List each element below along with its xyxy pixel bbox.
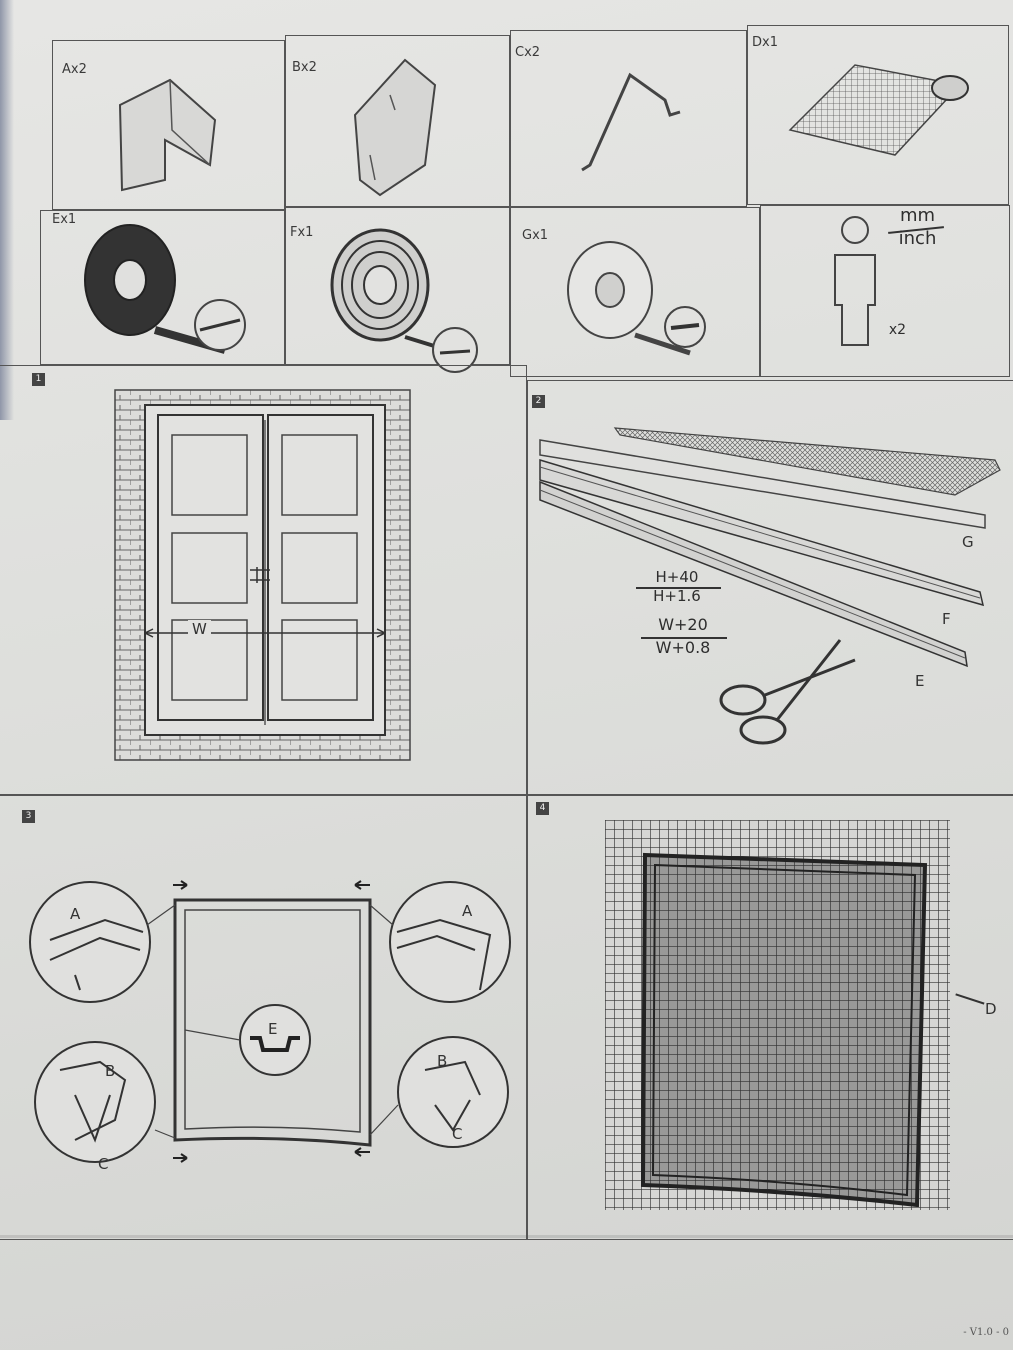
strip-label-g: G — [962, 533, 974, 551]
step-2-panel — [527, 380, 1013, 795]
unit-inch: inch — [898, 228, 937, 249]
callout-a-right: A — [462, 902, 473, 920]
part-label-c: Cx2 — [515, 45, 541, 60]
step-3-panel — [0, 795, 527, 1240]
part-cell-f — [285, 207, 510, 365]
callout-b-right: B — [437, 1052, 448, 1070]
part-label-e: Ex1 — [52, 212, 77, 227]
callout-e: E — [268, 1020, 278, 1038]
step-1-panel — [0, 365, 527, 795]
width-label: W — [188, 620, 211, 638]
part-cell-a — [52, 40, 285, 210]
tape-roll-e-illustration — [84, 224, 246, 354]
step-2-badge: 2 — [532, 395, 545, 408]
part-label-d: Dx1 — [752, 35, 778, 50]
version-code: - V1.0 - 0 — [963, 1327, 1009, 1338]
fold-line — [0, 1235, 1013, 1238]
door-frame-illustration — [114, 389, 411, 761]
height-plus-40: H+40 — [655, 568, 699, 586]
part-label-b: Bx2 — [292, 60, 317, 75]
strip-label-e: E — [915, 672, 925, 690]
scissors-icon — [719, 639, 856, 745]
step-3-badge: 3 — [22, 810, 35, 823]
callout-c-right: C — [452, 1125, 463, 1143]
unit-mm: mm — [899, 205, 936, 226]
callout-b-left: B — [105, 1062, 116, 1080]
corner-piece-a-illustration — [118, 78, 217, 192]
strips-illustration — [539, 427, 1001, 668]
mesh-roll-d-illustration — [788, 64, 969, 156]
width-plus-20: W+20 — [658, 615, 708, 634]
spring-wire-c-illustration — [581, 72, 681, 172]
mesh-frame-illustration — [605, 820, 950, 1210]
step-4-panel — [527, 795, 1013, 1240]
part-cell-d — [747, 25, 1009, 205]
part-label-f: Fx1 — [290, 225, 314, 240]
mesh-label-d: D — [985, 1000, 997, 1018]
person-icon — [834, 216, 876, 346]
part-cell-e — [40, 210, 285, 365]
part-cell-g — [510, 207, 760, 377]
callout-a-left: A — [70, 905, 81, 923]
part-cell-units — [760, 205, 1010, 377]
height-divider — [636, 587, 721, 589]
tape-roll-g-illustration — [567, 241, 706, 356]
page-edge-shadow — [0, 0, 14, 420]
height-plus-1-6: H+1.6 — [653, 587, 701, 605]
frame-assembly-illustration — [29, 880, 511, 1163]
tape-roll-f-illustration — [330, 228, 478, 373]
step-1-badge: 1 — [32, 373, 45, 386]
clip-piece-b-illustration — [353, 58, 437, 197]
part-label-g: Gx1 — [522, 228, 549, 243]
strip-label-f: F — [942, 610, 951, 628]
width-divider — [641, 637, 727, 639]
people-count: x2 — [888, 322, 907, 338]
callout-c-left: C — [98, 1155, 109, 1173]
part-cell-b — [285, 35, 510, 207]
part-label-a: Ax2 — [62, 62, 87, 77]
width-plus-0-8: W+0.8 — [655, 638, 711, 657]
part-cell-c — [510, 30, 747, 207]
step-4-badge: 4 — [536, 802, 549, 815]
